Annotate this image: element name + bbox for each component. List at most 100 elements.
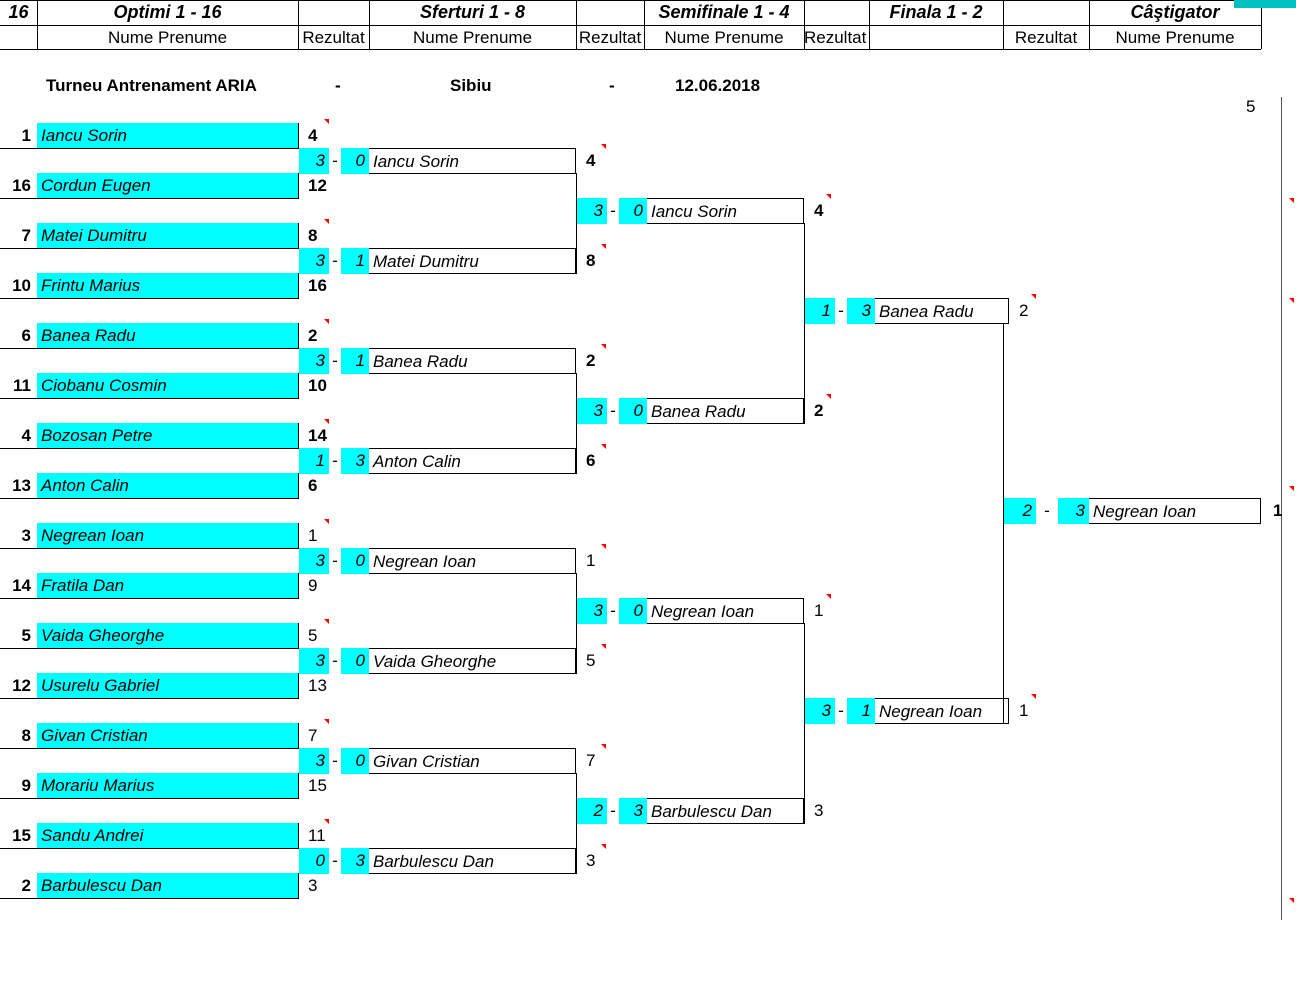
winner-name-r3[interactable]: Iancu Sorin: [647, 198, 804, 224]
result-r4[interactable]: 1: [1019, 701, 1029, 720]
winner-name-r3[interactable]: Barbulescu Dan: [647, 798, 804, 824]
score-right[interactable]: 1: [847, 698, 875, 724]
score-left[interactable]: 1: [805, 298, 835, 324]
score-left[interactable]: 3: [805, 698, 835, 724]
winner-name-r3[interactable]: Negrean Ioan: [647, 598, 804, 624]
score-right[interactable]: 0: [341, 748, 369, 774]
comment-marker: [1031, 694, 1036, 699]
player-name-r1[interactable]: Cordun Eugen: [37, 173, 298, 199]
winner-name-r3[interactable]: Banea Radu: [647, 398, 804, 424]
winner-name-r4[interactable]: Banea Radu: [875, 298, 1009, 324]
seed-number: 1: [21, 126, 31, 145]
score-right[interactable]: 1: [341, 248, 369, 274]
winner-name-r2[interactable]: Iancu Sorin: [369, 148, 576, 174]
score-left[interactable]: 3: [299, 748, 329, 774]
winner-name-r2[interactable]: Givan Cristian: [369, 748, 576, 774]
player-name-r1[interactable]: Iancu Sorin: [37, 123, 298, 149]
result-r1[interactable]: 4: [308, 126, 318, 145]
player-name-r1[interactable]: Sandu Andrei: [37, 823, 298, 849]
score-right[interactable]: 3: [341, 848, 369, 874]
score-right[interactable]: 0: [341, 148, 369, 174]
result-r3[interactable]: 1: [814, 601, 824, 620]
score-left[interactable]: 3: [299, 648, 329, 674]
score-right[interactable]: 0: [619, 598, 647, 624]
result-r1[interactable]: 3: [308, 876, 318, 895]
score-left[interactable]: 0: [299, 848, 329, 874]
player-name-r1[interactable]: Negrean Ioan: [37, 523, 298, 549]
winner-name-r2[interactable]: Vaida Gheorghe: [369, 648, 576, 674]
score-right[interactable]: 3: [619, 798, 647, 824]
result-r1[interactable]: 13: [308, 676, 327, 695]
result-r1[interactable]: 2: [308, 326, 318, 345]
winner-name-r4[interactable]: Negrean Ioan: [875, 698, 1009, 724]
score-right[interactable]: 3: [1058, 498, 1089, 524]
result-r1[interactable]: 12: [308, 176, 327, 195]
player-name-r1[interactable]: Matei Dumitru: [37, 223, 298, 249]
score-right[interactable]: 1: [341, 348, 369, 374]
score-left[interactable]: 3: [577, 598, 607, 624]
winner-name-r2[interactable]: Barbulescu Dan: [369, 848, 576, 874]
comment-marker: [324, 319, 329, 324]
score-right[interactable]: 0: [341, 548, 369, 574]
result-r1[interactable]: 14: [308, 426, 327, 445]
score-left[interactable]: 3: [299, 248, 329, 274]
bracket-line: [0, 148, 298, 149]
score-left[interactable]: 2: [1004, 498, 1036, 524]
seed-number: 8: [21, 726, 31, 745]
winner-name-r2[interactable]: Negrean Ioan: [369, 548, 576, 574]
result-r2[interactable]: 2: [586, 351, 596, 370]
score-right[interactable]: 0: [619, 198, 647, 224]
result-r1[interactable]: 16: [308, 276, 327, 295]
result-r1[interactable]: 5: [308, 626, 318, 645]
result-r2[interactable]: 7: [586, 751, 596, 770]
player-name-r1[interactable]: Bozosan Petre: [37, 423, 298, 449]
result-r2[interactable]: 6: [586, 451, 596, 470]
result-r2[interactable]: 3: [586, 851, 596, 870]
score-left[interactable]: 3: [299, 148, 329, 174]
score-right[interactable]: 3: [847, 298, 875, 324]
result-r1[interactable]: 11: [308, 826, 326, 845]
result-r3[interactable]: 4: [814, 201, 824, 220]
player-name-r1[interactable]: Usurelu Gabriel: [37, 673, 298, 699]
winner-name-r2[interactable]: Banea Radu: [369, 348, 576, 374]
player-name-r1[interactable]: Vaida Gheorghe: [37, 623, 298, 649]
score-right[interactable]: 0: [619, 398, 647, 424]
score-left[interactable]: 3: [577, 198, 607, 224]
result-r2[interactable]: 5: [586, 651, 596, 670]
score-left[interactable]: 3: [299, 348, 329, 374]
score-right[interactable]: 0: [341, 648, 369, 674]
result-r1[interactable]: 7: [308, 726, 318, 745]
score-left[interactable]: 3: [299, 548, 329, 574]
comment-marker: [601, 144, 606, 149]
result-r3[interactable]: 2: [814, 401, 824, 420]
champion-result[interactable]: 1: [1273, 501, 1283, 520]
result-r1[interactable]: 10: [308, 376, 327, 395]
result-r4[interactable]: 2: [1019, 301, 1029, 320]
score-left[interactable]: 2: [577, 798, 607, 824]
result-r1[interactable]: 9: [308, 576, 318, 595]
player-name-r1[interactable]: Frintu Marius: [37, 273, 298, 299]
bracket-line: [0, 698, 298, 699]
score-left[interactable]: 3: [577, 398, 607, 424]
result-r2[interactable]: 1: [586, 551, 596, 570]
player-name-r1[interactable]: Anton Calin: [37, 473, 298, 499]
player-name-r1[interactable]: Banea Radu: [37, 323, 298, 349]
result-r1[interactable]: 15: [308, 776, 327, 795]
player-name-r1[interactable]: Barbulescu Dan: [37, 873, 298, 899]
player-name-r1[interactable]: Morariu Marius: [37, 773, 298, 799]
player-name-r1[interactable]: Fratila Dan: [37, 573, 298, 599]
result-r1[interactable]: 6: [308, 476, 318, 495]
player-name-r1[interactable]: Givan Cristian: [37, 723, 298, 749]
champion-name[interactable]: Negrean Ioan: [1089, 498, 1261, 524]
result-r1[interactable]: 1: [308, 526, 318, 545]
winner-name-r2[interactable]: Anton Calin: [369, 448, 576, 474]
seed-number: 13: [12, 476, 31, 495]
result-r2[interactable]: 4: [586, 151, 596, 170]
player-name-r1[interactable]: Ciobanu Cosmin: [37, 373, 298, 399]
score-left[interactable]: 1: [299, 448, 329, 474]
winner-name-r2[interactable]: Matei Dumitru: [369, 248, 576, 274]
result-r1[interactable]: 8: [308, 226, 318, 245]
result-r3[interactable]: 3: [814, 801, 824, 820]
score-right[interactable]: 3: [341, 448, 369, 474]
result-r2[interactable]: 8: [586, 251, 596, 270]
